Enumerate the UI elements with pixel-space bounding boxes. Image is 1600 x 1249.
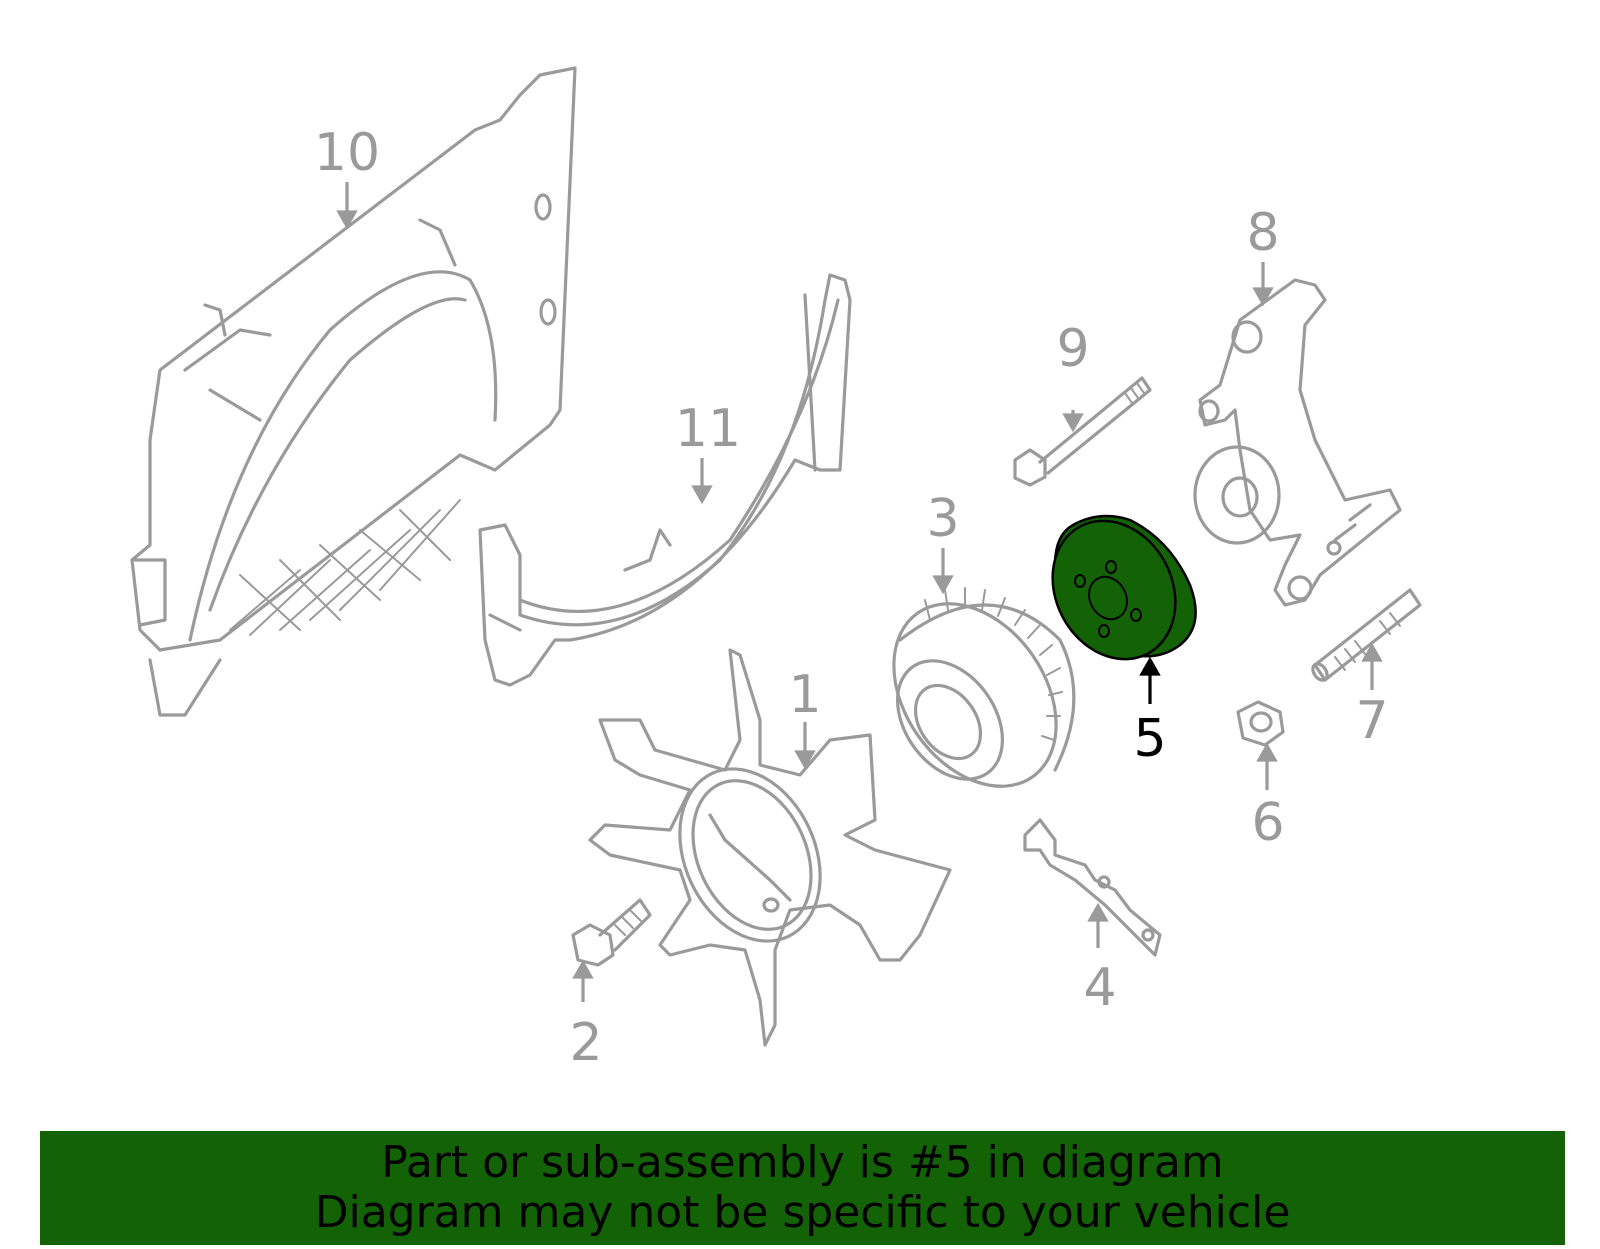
callout-11: 11 [675,399,741,459]
part-11-lower-shroud [478,273,852,687]
callout-10: 10 [314,123,380,183]
callout-8: 8 [1246,203,1279,263]
banner-line-1: Part or sub-assembly is #5 in diagram [381,1137,1224,1188]
banner-line-2: Diagram may not be specific to your vehi… [314,1187,1291,1238]
callout-9: 9 [1056,319,1089,379]
part-1-fan-blade [588,648,952,1047]
part-5-pulley-highlighted [1051,514,1197,661]
part-7-stud [1311,588,1422,682]
part-8-water-pump-bracket [1193,278,1402,607]
callout-5-highlighted: 5 [1133,709,1166,769]
callout-arrows [336,182,1383,1002]
part-10-fan-shroud [130,66,577,717]
callout-1: 1 [788,665,821,725]
callout-3: 3 [926,489,959,549]
part-2-bolt [571,898,652,967]
part-6-nut [1236,700,1285,747]
callout-7: 7 [1355,691,1388,751]
callout-4: 4 [1083,958,1116,1018]
part-9-long-bolt [1013,376,1152,487]
callout-labels: 10 11 1 3 9 8 2 4 6 7 5 [314,123,1389,1073]
part-3-fan-clutch [892,587,1076,788]
part-4-bracket [1023,818,1162,957]
callout-2: 2 [569,1013,602,1073]
callout-6: 6 [1251,793,1284,853]
info-banner: Part or sub-assembly is #5 in diagram Di… [40,1131,1565,1245]
